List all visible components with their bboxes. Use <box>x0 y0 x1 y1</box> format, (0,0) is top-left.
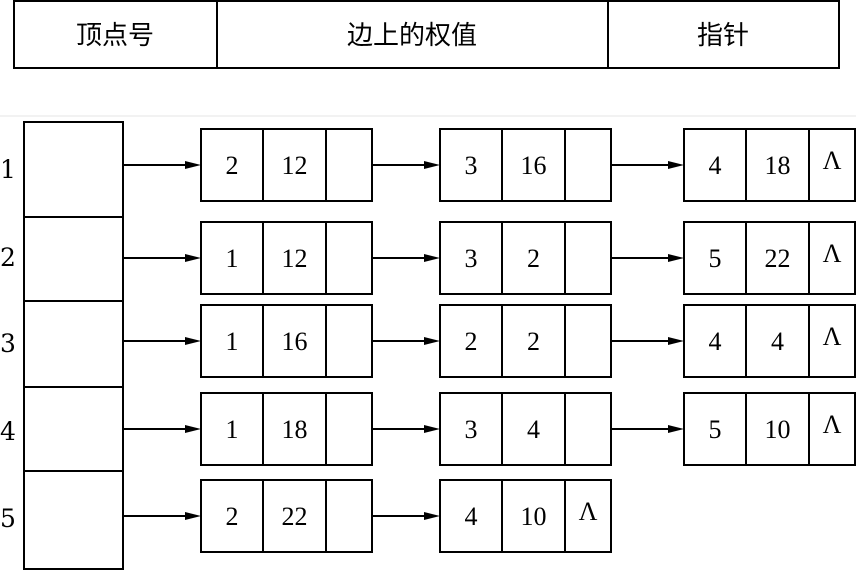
edge-weight: 22 <box>282 502 308 531</box>
edge-vertex-number: 1 <box>226 244 239 273</box>
arrow-head <box>668 254 684 262</box>
edge-node <box>439 479 612 553</box>
edge-vertex-number: 3 <box>465 415 478 444</box>
legend-table-border <box>13 0 840 69</box>
edge-vertex-number: 4 <box>465 502 478 531</box>
null-pointer-symbol: Λ <box>823 146 842 175</box>
vertex-cell <box>23 121 124 218</box>
legend-weight-header: 边上的权值 <box>347 21 477 51</box>
vertex-label: 5 <box>0 504 16 533</box>
edge-weight: 12 <box>282 244 308 273</box>
vertex-label: 4 <box>0 417 16 446</box>
edge-weight: 2 <box>527 327 540 356</box>
edge-weight: 18 <box>282 415 308 444</box>
vertex-cell <box>23 470 124 570</box>
edge-vertex-number: 5 <box>709 244 722 273</box>
arrow-head <box>185 161 201 169</box>
edge-weight: 10 <box>765 415 791 444</box>
vertex-label: 1 <box>0 155 16 184</box>
null-pointer-symbol: Λ <box>579 497 598 526</box>
edge-weight: 10 <box>521 502 547 531</box>
edge-weight: 2 <box>527 244 540 273</box>
edge-weight: 16 <box>282 327 308 356</box>
arrow-head <box>668 337 684 345</box>
arrow-head <box>424 161 440 169</box>
legend-vertex-header: 顶点号 <box>76 21 154 51</box>
edge-weight: 16 <box>521 151 547 180</box>
legend-table: 顶点号 边上的权值 指针 <box>13 0 840 69</box>
vertex-cell <box>23 216 124 302</box>
vertex-label: 3 <box>0 329 16 358</box>
edge-vertex-number: 3 <box>465 244 478 273</box>
edge-weight: 12 <box>282 151 308 180</box>
edge-vertex-number: 5 <box>709 415 722 444</box>
edge-node <box>683 221 856 295</box>
edge-weight: 4 <box>771 327 784 356</box>
edge-vertex-number: 2 <box>465 327 478 356</box>
edge-weight: 22 <box>765 244 791 273</box>
null-pointer-symbol: Λ <box>823 410 842 439</box>
arrow-head <box>185 512 201 520</box>
null-pointer-symbol: Λ <box>823 322 842 351</box>
edge-weight: 4 <box>527 415 540 444</box>
edge-weight: 18 <box>765 151 791 180</box>
vertex-label: 2 <box>0 243 16 272</box>
edge-vertex-number: 4 <box>709 327 722 356</box>
arrow-head <box>424 512 440 520</box>
edge-vertex-number: 1 <box>226 327 239 356</box>
arrow-head <box>424 425 440 433</box>
vertex-cell <box>23 386 124 472</box>
vertex-cell <box>23 300 124 388</box>
vertex-array <box>23 121 124 570</box>
edge-node <box>683 392 856 466</box>
arrow-head <box>185 254 201 262</box>
arrow-head <box>424 337 440 345</box>
arrow-head <box>668 425 684 433</box>
edge-vertex-number: 3 <box>465 151 478 180</box>
arrow-head <box>185 337 201 345</box>
edge-node <box>683 128 856 202</box>
arrow-head <box>668 161 684 169</box>
legend-pointer-header: 指针 <box>697 21 749 51</box>
edge-vertex-number: 4 <box>709 151 722 180</box>
edge-vertex-number: 2 <box>226 151 239 180</box>
arrow-head <box>424 254 440 262</box>
null-pointer-symbol: Λ <box>823 239 842 268</box>
edge-vertex-number: 1 <box>226 415 239 444</box>
edge-node <box>683 304 856 378</box>
arrow-head <box>185 425 201 433</box>
edge-vertex-number: 2 <box>226 502 239 531</box>
